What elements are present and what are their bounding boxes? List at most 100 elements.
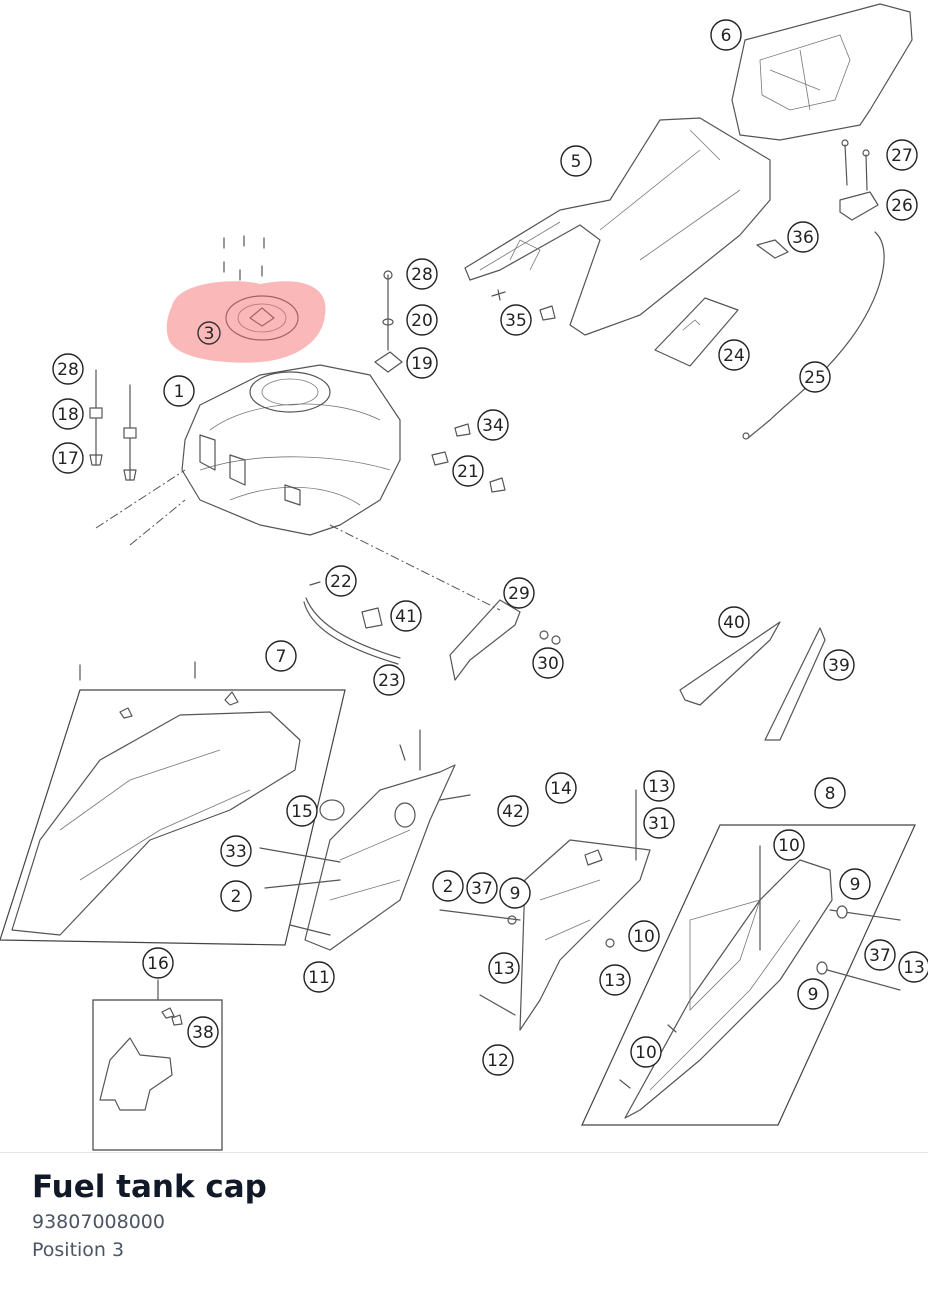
svg-text:33: 33 <box>225 842 247 862</box>
callout-24[interactable]: 24 <box>718 339 750 371</box>
part-position: Position 3 <box>32 1239 125 1261</box>
callout-37[interactable]: 37 <box>864 939 896 971</box>
callout-2[interactable]: 2 <box>220 880 252 912</box>
center-cowl-drawing <box>439 789 651 1031</box>
callout-3-selected[interactable]: 3 <box>197 321 221 345</box>
callout-14[interactable]: 14 <box>545 772 577 804</box>
callout-15[interactable]: 15 <box>286 795 318 827</box>
svg-text:31: 31 <box>648 814 670 834</box>
svg-text:34: 34 <box>482 416 504 436</box>
callout-18[interactable]: 18 <box>52 398 84 430</box>
svg-text:35: 35 <box>505 311 527 331</box>
tail-unit-drawing <box>259 729 471 951</box>
rear-seat-drawing <box>731 3 913 141</box>
callout-13[interactable]: 13 <box>488 952 520 984</box>
callout-23[interactable]: 23 <box>373 664 405 696</box>
tank-fasteners-right <box>374 270 506 493</box>
right-fairing-drawing <box>581 824 916 1126</box>
svg-text:19: 19 <box>411 354 433 374</box>
svg-text:36: 36 <box>792 228 814 248</box>
svg-text:24: 24 <box>723 346 745 366</box>
svg-text:22: 22 <box>330 572 352 592</box>
svg-text:13: 13 <box>604 971 626 991</box>
callout-17[interactable]: 17 <box>52 442 84 474</box>
callout-33[interactable]: 33 <box>220 835 252 867</box>
svg-text:13: 13 <box>493 959 515 979</box>
svg-text:15: 15 <box>291 802 313 822</box>
callout-29[interactable]: 29 <box>503 577 535 609</box>
callout-41[interactable]: 41 <box>390 600 422 632</box>
callout-31[interactable]: 31 <box>643 807 675 839</box>
callout-10[interactable]: 10 <box>630 1036 662 1068</box>
part-info-panel: Fuel tank cap 93807008000 Position 3 <box>0 1153 928 1290</box>
callout-10[interactable]: 10 <box>628 920 660 952</box>
svg-text:28: 28 <box>411 265 433 285</box>
callout-11[interactable]: 11 <box>303 961 335 993</box>
svg-text:10: 10 <box>633 927 655 947</box>
callout-8[interactable]: 8 <box>814 777 846 809</box>
svg-text:8: 8 <box>825 784 836 804</box>
callout-9[interactable]: 9 <box>797 978 829 1010</box>
callout-37[interactable]: 37 <box>466 872 498 904</box>
svg-text:37: 37 <box>471 879 493 899</box>
part-name-title: Fuel tank cap <box>32 1169 267 1205</box>
svg-text:30: 30 <box>537 654 559 674</box>
callout-28[interactable]: 28 <box>406 258 438 290</box>
svg-text:23: 23 <box>378 671 400 691</box>
callout-2[interactable]: 2 <box>432 870 464 902</box>
callout-13[interactable]: 13 <box>599 964 631 996</box>
svg-text:41: 41 <box>395 607 417 627</box>
callout-34[interactable]: 34 <box>477 409 509 441</box>
callout-35[interactable]: 35 <box>500 304 532 336</box>
callout-6[interactable]: 6 <box>710 19 742 51</box>
callout-7[interactable]: 7 <box>265 640 297 672</box>
selection-highlight <box>166 281 326 363</box>
svg-text:18: 18 <box>57 405 79 425</box>
decal-panels <box>679 621 826 741</box>
callout-9[interactable]: 9 <box>839 868 871 900</box>
svg-text:7: 7 <box>276 647 287 667</box>
callout-40[interactable]: 40 <box>718 606 750 638</box>
svg-text:16: 16 <box>147 954 169 974</box>
callout-1[interactable]: 1 <box>163 375 195 407</box>
exploded-parts-diagram: 1 2 2 3 5 6 7 8 9 9 9 10 10 10 11 12 13 … <box>0 3 928 1151</box>
svg-text:25: 25 <box>804 368 826 388</box>
front-seat-drawing <box>464 117 771 336</box>
callout-16[interactable]: 16 <box>142 947 174 979</box>
svg-text:2: 2 <box>443 877 454 897</box>
callout-13[interactable]: 13 <box>898 951 928 983</box>
callout-36[interactable]: 36 <box>787 221 819 253</box>
svg-text:9: 9 <box>808 985 819 1005</box>
callout-27[interactable]: 27 <box>886 139 918 171</box>
svg-text:13: 13 <box>903 958 925 978</box>
callout-26[interactable]: 26 <box>886 189 918 221</box>
seat-lock-drawing <box>742 139 885 440</box>
svg-text:42: 42 <box>502 802 524 822</box>
callout-20[interactable]: 20 <box>406 304 438 336</box>
callout-42[interactable]: 42 <box>497 795 529 827</box>
part-number: 93807008000 <box>32 1211 165 1233</box>
svg-text:21: 21 <box>457 462 479 482</box>
tank-fasteners-left <box>89 369 137 481</box>
callout-19[interactable]: 19 <box>406 347 438 379</box>
callout-13[interactable]: 13 <box>643 770 675 802</box>
callout-21[interactable]: 21 <box>452 455 484 487</box>
callout-39[interactable]: 39 <box>823 649 855 681</box>
svg-text:39: 39 <box>828 656 850 676</box>
callout-30[interactable]: 30 <box>532 647 564 679</box>
svg-text:1: 1 <box>174 382 185 402</box>
callout-9[interactable]: 9 <box>499 877 531 909</box>
callout-10[interactable]: 10 <box>773 829 805 861</box>
svg-text:28: 28 <box>57 360 79 380</box>
callout-22[interactable]: 22 <box>325 565 357 597</box>
svg-text:13: 13 <box>648 777 670 797</box>
callout-25[interactable]: 25 <box>799 361 831 393</box>
svg-text:26: 26 <box>891 196 913 216</box>
callout-12[interactable]: 12 <box>482 1044 514 1076</box>
svg-text:38: 38 <box>192 1023 214 1043</box>
svg-text:29: 29 <box>508 584 530 604</box>
callout-5[interactable]: 5 <box>560 145 592 177</box>
callout-28[interactable]: 28 <box>52 353 84 385</box>
detail-box-16 <box>92 979 223 1151</box>
callout-38[interactable]: 38 <box>187 1016 219 1048</box>
